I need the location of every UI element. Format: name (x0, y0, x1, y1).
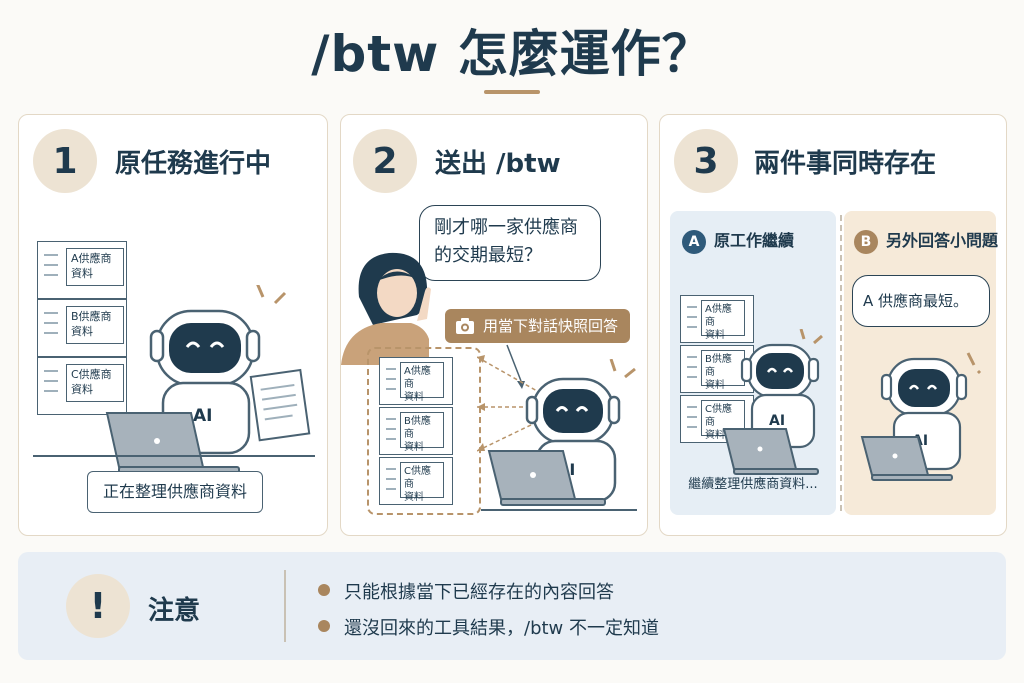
robot-icon: AI (880, 352, 982, 471)
laptop-icon (487, 450, 606, 506)
branch-a-title: 原工作繼續 (714, 231, 795, 250)
document-c-label: C供應商 資料 (66, 364, 124, 402)
branch-a-document-a: A供應商 資料 (680, 295, 754, 343)
status-label: 正在整理供應商資料 (87, 471, 263, 513)
step-1-number: 1 (33, 129, 97, 193)
laptop-icon (860, 436, 953, 481)
robot-label: AI (193, 406, 212, 426)
step-2-number: 2 (353, 129, 417, 193)
warning-icon: ! (66, 574, 130, 638)
branch-a-header: A 原工作繼續 (682, 227, 794, 254)
branch-a-badge: A (682, 229, 706, 254)
snapshot-document-a-label: A供應商 資料 (400, 362, 444, 403)
snapshot-tag: 用當下對話快照回答 (445, 309, 631, 343)
document-b-label: B供應商 資料 (66, 306, 124, 344)
note-panel: ! 注意 只能根據當下已經存在的內容回答 還沒回來的工具結果，/btw 不一定知… (18, 552, 1006, 660)
branch-b-panel: B 另外回答小問題 A 供應商最短。 AI (844, 211, 998, 515)
step-2-title: 送出 /btw (435, 149, 561, 179)
note-divider (284, 570, 286, 642)
branch-a-panel: A 原工作繼續 A供應商 資料 B供應商 資料 C供應商 資料 AI (670, 211, 836, 515)
document-b: B供應商 資料 (37, 299, 127, 357)
title-underline (484, 90, 540, 94)
snapshot-document-b-label: B供應商 資料 (400, 412, 444, 453)
step-3-title: 兩件事同時存在 (754, 149, 937, 179)
bullet-icon (318, 620, 330, 632)
snapshot-document-a: A供應商 資料 (379, 357, 453, 405)
branch-a-document-c-label: C供應商 資料 (701, 400, 745, 441)
branch-b-title: 另外回答小問題 (886, 231, 999, 250)
snapshot-box: A供應商 資料 B供應商 資料 C供應商 資料 (367, 347, 481, 515)
snapshot-document-b: B供應商 資料 (379, 407, 453, 455)
document-a-label: A供應商 資料 (66, 248, 124, 286)
branch-b-badge: B (854, 229, 878, 254)
answer-bubble: A 供應商最短。 (852, 275, 990, 327)
step-3-number: 3 (674, 129, 738, 193)
question-bubble: 剛才哪一家供應商 的交期最短？ (419, 205, 601, 281)
step-1-panel: 1 原任務進行中 A供應商 資料 B供應商 資料 C供應商 資料 AI (18, 114, 328, 536)
note-item-2: 還沒回來的工具結果，/btw 不一定知道 (318, 614, 659, 640)
snapshot-arrows (477, 344, 538, 452)
bullet-icon (318, 584, 330, 596)
laptop-icon (722, 428, 819, 475)
note-item-1: 只能根據當下已經存在的內容回答 (318, 578, 614, 604)
snapshot-document-c-label: C供應商 資料 (400, 462, 444, 503)
branch-b-header: B 另外回答小問題 (854, 227, 998, 254)
branch-a-status: 繼續整理供應商資料... (688, 477, 818, 492)
snapshot-document-c: C供應商 資料 (379, 457, 453, 505)
branch-a-document-a-label: A供應商 資料 (701, 300, 745, 341)
note-item-2-text: 還沒回來的工具結果，/btw 不一定知道 (344, 618, 659, 639)
step-1-title: 原任務進行中 (115, 149, 272, 179)
person-icon (341, 252, 431, 365)
document-c: C供應商 資料 (37, 357, 127, 415)
robot-icon: AI (149, 285, 311, 455)
note-title: 注意 (148, 596, 201, 626)
branch-a-document-b-label: B供應商 資料 (701, 350, 745, 391)
note-item-1-text: 只能根據當下已經存在的內容回答 (344, 582, 614, 603)
branch-divider (840, 215, 842, 511)
robot-label: AI (769, 413, 785, 429)
snapshot-tag-label: 用當下對話快照回答 (483, 317, 619, 335)
page-title: /btw 怎麼運作？ (311, 25, 713, 83)
step-3-panel: 3 兩件事同時存在 A 原工作繼續 A供應商 資料 B供應商 資料 C供應商 資料… (659, 114, 1007, 536)
camera-icon (456, 318, 474, 334)
branch-a-document-c: C供應商 資料 (680, 395, 754, 443)
step-2-panel: 2 送出 /btw 剛才哪一家供應商 的交期最短？ 用當下對話快照回答 A供應商… (340, 114, 648, 536)
document-a: A供應商 資料 (37, 241, 127, 299)
